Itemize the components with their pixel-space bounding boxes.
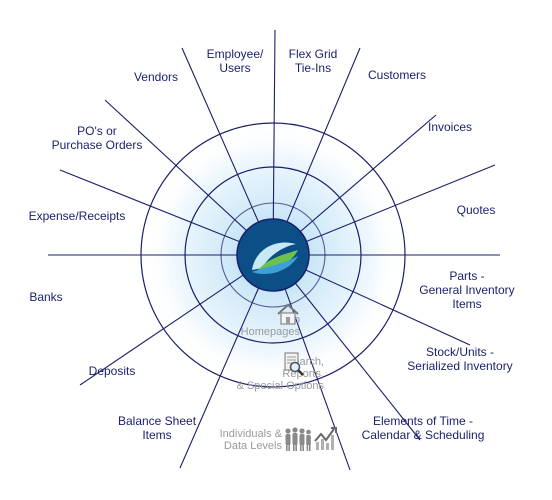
spoke-line bbox=[79, 254, 274, 386]
label-stock-units: Stock/Units - Serialized Inventory bbox=[400, 345, 520, 373]
label-expense-receipts: Expense/Receipts bbox=[22, 209, 132, 223]
spoke-line bbox=[59, 169, 274, 256]
spoke-line bbox=[272, 254, 421, 441]
spoke-line bbox=[272, 29, 276, 256]
label-quotes: Quotes bbox=[448, 203, 504, 217]
label-employee-users-text: Employee/ Users bbox=[206, 47, 264, 75]
label-balance-sheet-text: Balance Sheet Items bbox=[117, 414, 197, 442]
label-parts-text: Parts - General Inventory Items bbox=[419, 269, 515, 311]
label-banks: Banks bbox=[26, 290, 66, 304]
house-icon bbox=[277, 303, 299, 325]
label-flex-grid-text: Flex Grid Tie-Ins bbox=[288, 47, 338, 75]
line-chart-icon bbox=[314, 427, 337, 450]
label-pos-text: PO's or Purchase Orders bbox=[51, 124, 143, 152]
spoke-lines bbox=[48, 29, 500, 471]
logo-wave-icon bbox=[252, 242, 298, 275]
label-vendors: Vendors bbox=[126, 70, 186, 84]
label-expense-receipts-text: Expense/Receipts bbox=[28, 209, 126, 223]
label-individuals[interactable]: Individuals & Data Levels bbox=[216, 428, 282, 452]
spoke-line bbox=[104, 99, 274, 256]
label-elements-of-time: Elements of Time - Calendar & Scheduling bbox=[356, 414, 490, 442]
label-deposits-text: Deposits bbox=[88, 364, 136, 378]
label-banks-text: Banks bbox=[29, 290, 63, 304]
label-deposits: Deposits bbox=[82, 364, 142, 378]
spoke-line bbox=[179, 254, 274, 469]
label-flex-grid: Flex Grid Tie-Ins bbox=[278, 47, 348, 75]
spoke-line bbox=[272, 47, 361, 256]
label-search-reports-text: Search, Reports, & Special Options bbox=[236, 356, 324, 392]
label-employee-users: Employee/ Users bbox=[198, 47, 272, 75]
label-balance-sheet: Balance Sheet Items bbox=[112, 414, 202, 442]
spoke-line bbox=[272, 254, 351, 471]
label-vendors-text: Vendors bbox=[133, 70, 179, 84]
label-invoices: Invoices bbox=[420, 120, 480, 134]
spoke-line bbox=[272, 164, 496, 256]
label-customers-text: Customers bbox=[367, 68, 426, 82]
label-individuals-text: Individuals & Data Levels bbox=[219, 428, 282, 452]
document-search-icon bbox=[284, 352, 304, 376]
label-pos: PO's or Purchase Orders bbox=[42, 124, 152, 152]
label-stock-units-text: Stock/Units - Serialized Inventory bbox=[407, 345, 513, 373]
label-parts: Parts - General Inventory Items bbox=[412, 269, 522, 311]
label-elements-of-time-text: Elements of Time - Calendar & Scheduling bbox=[361, 414, 485, 442]
label-invoices-text: Invoices bbox=[427, 120, 473, 134]
people-group-icon bbox=[285, 427, 311, 451]
spoke-line bbox=[181, 47, 274, 256]
label-customers: Customers bbox=[357, 68, 437, 82]
label-quotes-text: Quotes bbox=[456, 203, 496, 217]
